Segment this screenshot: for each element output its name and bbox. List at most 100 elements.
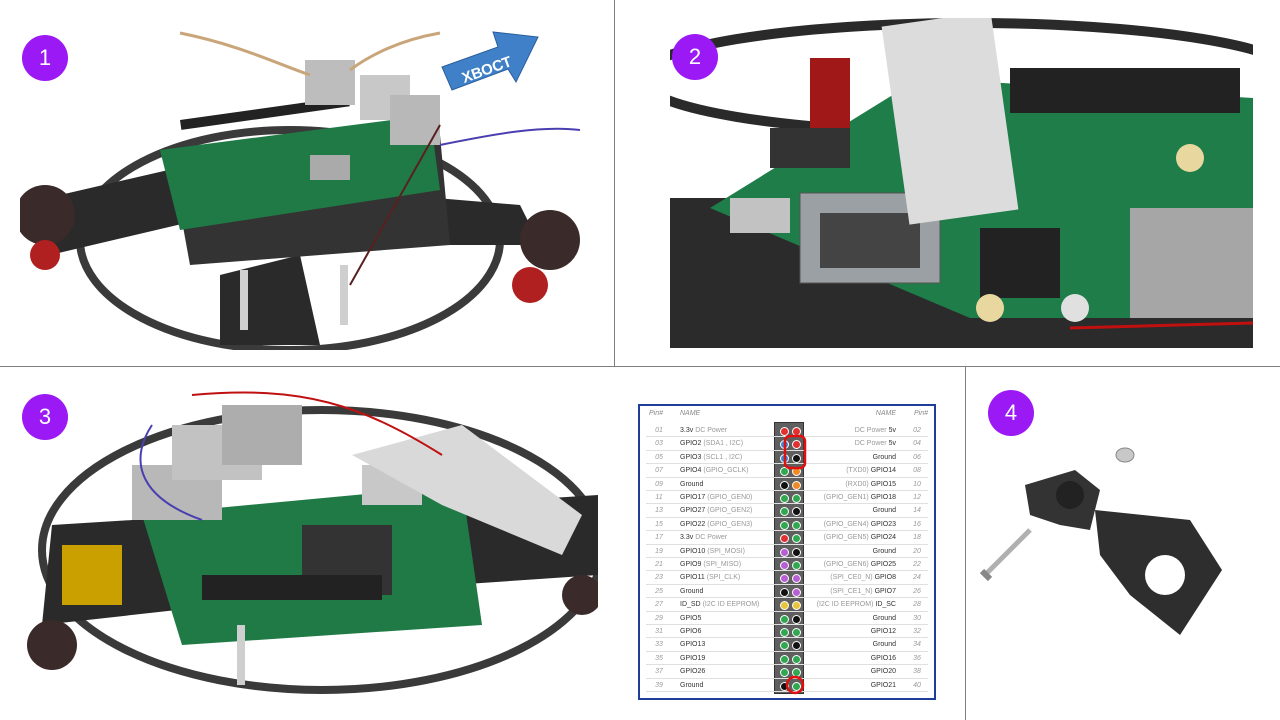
pin-label-left: GPIO2: [680, 440, 702, 448]
pin-label-right: GPIO25: [870, 561, 896, 568]
row-divider: [646, 623, 928, 625]
pin-name-left: 3.3v DC Power: [680, 531, 727, 544]
pin-dot: [780, 507, 789, 517]
pin-dot: [792, 453, 801, 463]
pin-label-right: Ground: [872, 453, 896, 461]
pin-dot: [780, 641, 789, 651]
pin-name-right: (GPIO_GEN6) GPIO25: [824, 558, 896, 571]
mount-parts-illustration-4: [980, 447, 1222, 635]
pin-label-right: GPIO21: [870, 681, 896, 689]
pin-sub-left: (SPI_CLK): [706, 574, 741, 582]
pin-name-left: GPIO6: [680, 625, 701, 638]
pin-sub-right: DC Power: [854, 440, 887, 448]
pin-sub-left: (SDA1 , I2C): [703, 440, 744, 448]
pin-dot: [792, 641, 801, 651]
pin-sub-left: (GPIO_GCLK): [703, 467, 749, 475]
row-divider: [646, 690, 928, 692]
pin-dot: [792, 574, 801, 584]
pin-number-right: 26: [913, 587, 921, 595]
pin-dot: [780, 574, 789, 584]
pin-label-left: GPIO10: [680, 547, 706, 555]
pin-label-left: GPIO17: [680, 494, 706, 501]
pin-number-right: 38: [913, 668, 921, 676]
row-divider: [646, 570, 928, 572]
pin-name-right: Ground: [873, 451, 896, 464]
pin-dot: [792, 520, 801, 530]
row-divider: [646, 516, 928, 518]
pin-number-left: 23: [655, 574, 663, 582]
pin-name-left: GPIO27 (GPIO_GEN2): [680, 504, 752, 517]
pin-name-right: GPIO20: [871, 665, 896, 678]
pin-number-right: 10: [913, 480, 921, 488]
pin-number-left: 15: [655, 520, 663, 528]
pin-name-right: (GPIO_GEN1) GPIO18: [824, 491, 896, 504]
pin-dot: [780, 480, 789, 490]
pin-label-right: GPIO14: [870, 467, 896, 475]
pin-number-left: 17: [655, 534, 663, 542]
pin-name-left: GPIO10 (SPI_MOSI): [680, 545, 745, 558]
pin-label-right: GPIO16: [870, 654, 896, 662]
pin-dot: [792, 480, 801, 490]
pin-sub-right: (SPI_CE0_N): [830, 574, 873, 582]
pin-label-left: GPIO11: [680, 574, 705, 582]
pin-sub-right: (GPIO_GEN1): [823, 494, 869, 501]
pin-number-left: 13: [655, 507, 663, 515]
pin-sub-right: (TXD0): [846, 467, 869, 475]
pin-sub-right: (GPIO_GEN6): [823, 561, 869, 568]
pin-row: 11 GPIO17 (GPIO_GEN0) (GPIO_GEN1) GPIO18 12: [640, 491, 934, 505]
pin-name-right: Ground: [873, 545, 896, 558]
pin-label-left: Ground: [680, 681, 704, 689]
pin-number-left: 37: [655, 668, 663, 676]
pin-number-right: 12: [913, 494, 921, 501]
pin-name-left: Ground: [680, 478, 703, 491]
pin-number-left: 09: [655, 480, 663, 488]
pin-number-left: 27: [655, 601, 663, 609]
pin-name-left: ID_SD (I2C ID EEPROM): [680, 598, 759, 611]
pin-dot: [780, 520, 789, 530]
pin-number-left: 29: [655, 614, 663, 622]
pin-dot: [780, 561, 789, 570]
row-divider: [646, 463, 928, 465]
header-name-left: NAME: [680, 410, 701, 417]
panel-4-camera-mount-parts: [980, 435, 1230, 645]
pin-label-right: GPIO7: [874, 587, 896, 595]
pin-dot: [792, 614, 801, 624]
pin-name-right: (GPIO_GEN4) GPIO23: [824, 518, 896, 531]
pin-number-left: 11: [655, 494, 663, 501]
pin-name-left: GPIO4 (GPIO_GCLK): [680, 464, 748, 477]
pin-dot: [780, 427, 789, 436]
pin-label-left: GPIO5: [680, 614, 702, 622]
highlight-gpio21: [785, 675, 805, 695]
pin-dot: [780, 547, 789, 557]
pin-name-right: GPIO21: [871, 679, 896, 692]
pin-number-right: 06: [913, 453, 921, 461]
pin-number-right: 08: [913, 467, 921, 475]
pin-number-right: 18: [913, 534, 921, 542]
row-divider: [646, 489, 928, 491]
pin-name-left: GPIO22 (GPIO_GEN3): [680, 518, 752, 531]
row-divider: [646, 556, 928, 558]
pin-name-right: Ground: [873, 504, 896, 517]
pin-number-right: 32: [913, 628, 921, 635]
pin-name-left: GPIO17 (GPIO_GEN0): [680, 491, 752, 504]
pin-sub-left: DC Power: [695, 534, 728, 542]
pinout-header: Pin# NAME NAME Pin#: [640, 410, 934, 422]
row-divider: [646, 530, 928, 532]
pin-label-left: GPIO6: [680, 628, 702, 635]
pin-dot: [792, 587, 801, 597]
pin-dot: [780, 628, 789, 637]
row-divider: [646, 610, 928, 612]
divider-middle: [0, 366, 1280, 367]
pin-number-right: 30: [913, 614, 921, 622]
pin-label-right: GPIO18: [870, 494, 896, 501]
pin-number-right: 22: [913, 561, 921, 568]
